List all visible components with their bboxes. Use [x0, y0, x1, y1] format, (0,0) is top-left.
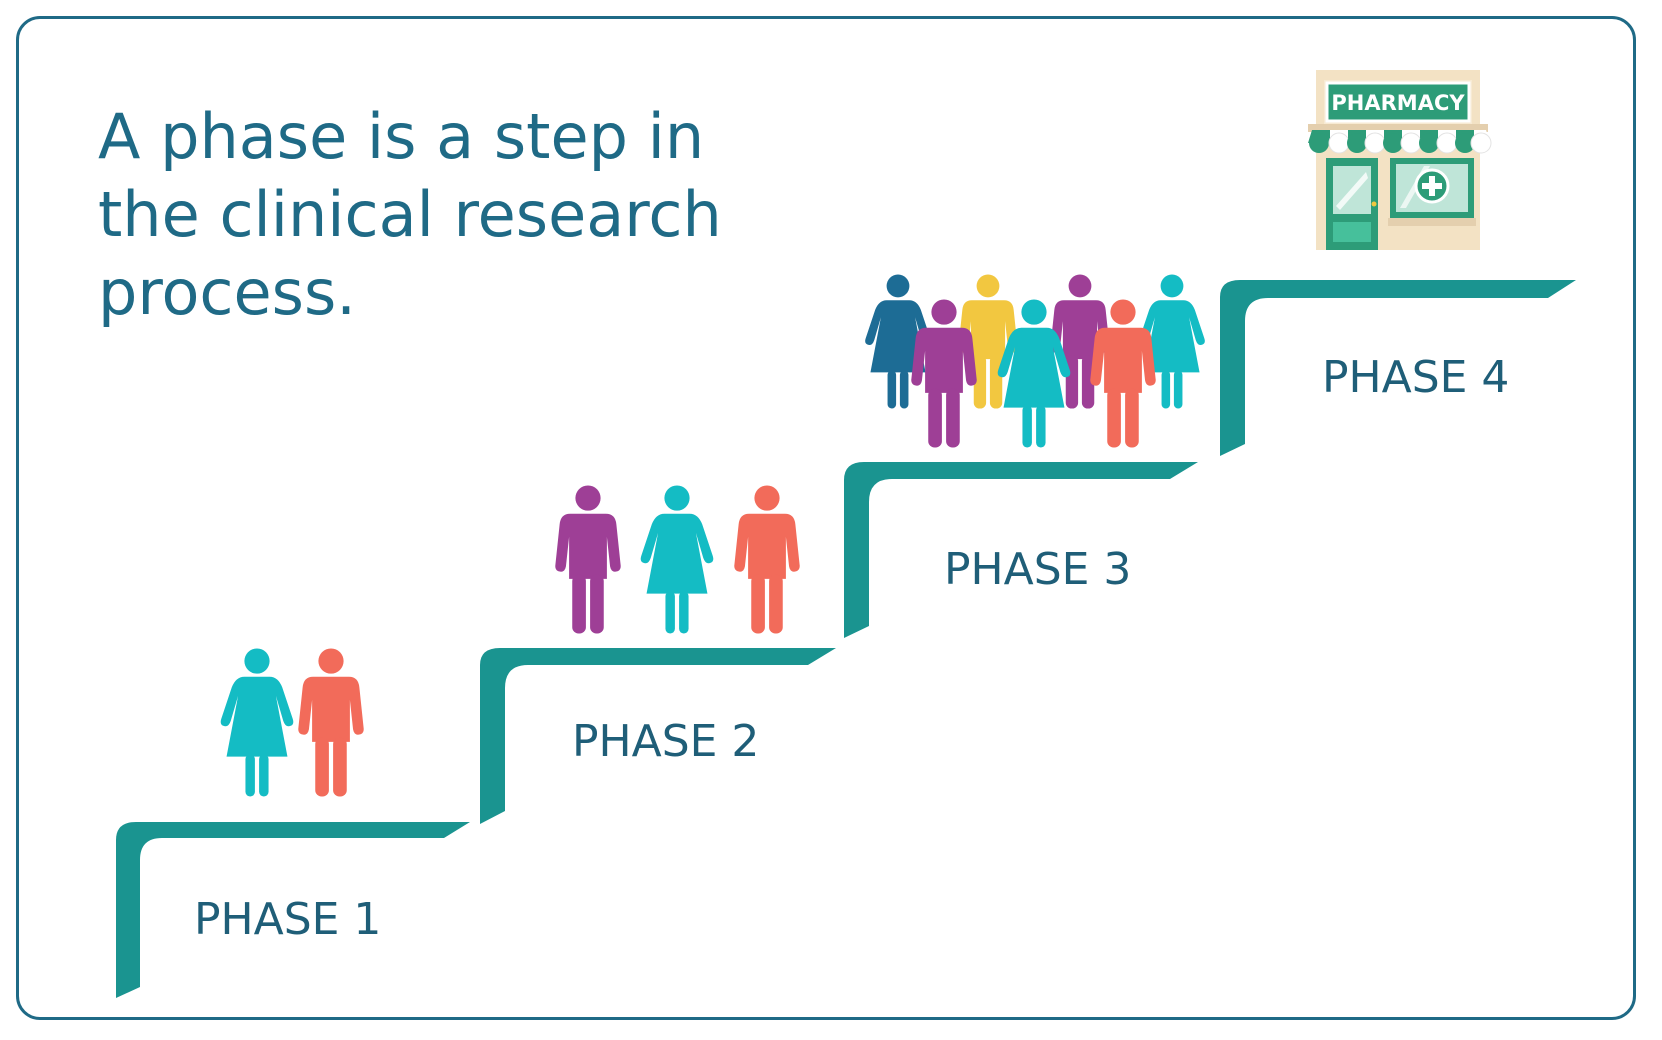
headline: A phase is a step in the clinical resear… — [98, 100, 722, 329]
phase-2-participants — [555, 485, 800, 634]
pharmacy-door — [1326, 158, 1378, 250]
phase-1-label: PHASE 1 — [194, 894, 382, 945]
stair-step-4 — [1220, 280, 1576, 456]
person-female-icon — [640, 485, 714, 634]
pharmacy-sign-text: PHARMACY — [1331, 91, 1465, 115]
pharmacy-awning — [1308, 130, 1492, 154]
phase-3-label: PHASE 3 — [944, 544, 1132, 595]
person-male-icon — [555, 485, 621, 634]
person-male-icon — [298, 648, 364, 797]
stair-step-2 — [480, 648, 836, 824]
person-female-icon — [220, 648, 294, 797]
stair-step-3 — [844, 462, 1198, 638]
phase-2-label: PHASE 2 — [572, 716, 760, 767]
pharmacy-store-icon: PHARMACY — [1308, 70, 1492, 250]
phase-1-participants — [220, 648, 364, 797]
phase-4-label: PHASE 4 — [1322, 352, 1510, 403]
person-male-icon — [734, 485, 800, 634]
pharmacy-window — [1388, 158, 1476, 226]
phase-3-participants — [865, 274, 1205, 448]
stair-step-1 — [116, 822, 470, 998]
